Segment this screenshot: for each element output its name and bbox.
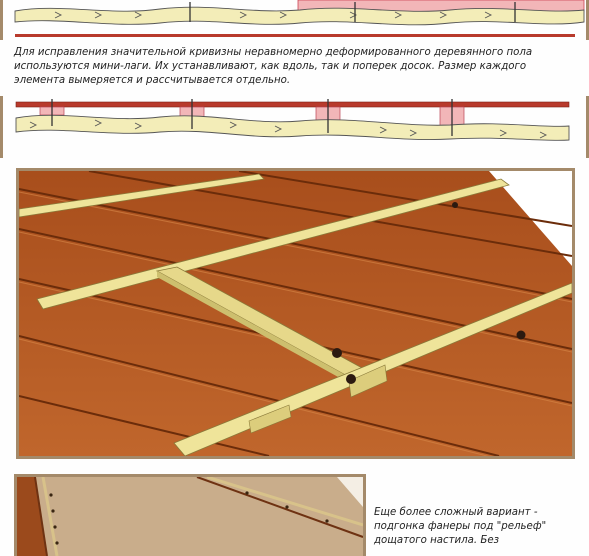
screw-icon — [189, 2, 516, 22]
plywood-illustration — [14, 474, 366, 556]
screw-icon — [51, 99, 453, 136]
top-section-svg — [0, 0, 589, 40]
mini-lag-section-diagram — [0, 96, 589, 158]
boards-laths-illustration — [16, 168, 575, 459]
top-section-diagram — [0, 0, 589, 40]
caption-top: Для исправления значительной кривизны не… — [14, 47, 533, 86]
screw-icon — [332, 202, 526, 384]
boards-laths-svg — [19, 171, 572, 456]
caption-bottom: Еще более сложный вариант - подгонка фан… — [374, 507, 547, 546]
plywood-svg — [17, 477, 363, 556]
screw-icon — [49, 491, 329, 545]
mini-lag-section-svg — [0, 96, 589, 158]
